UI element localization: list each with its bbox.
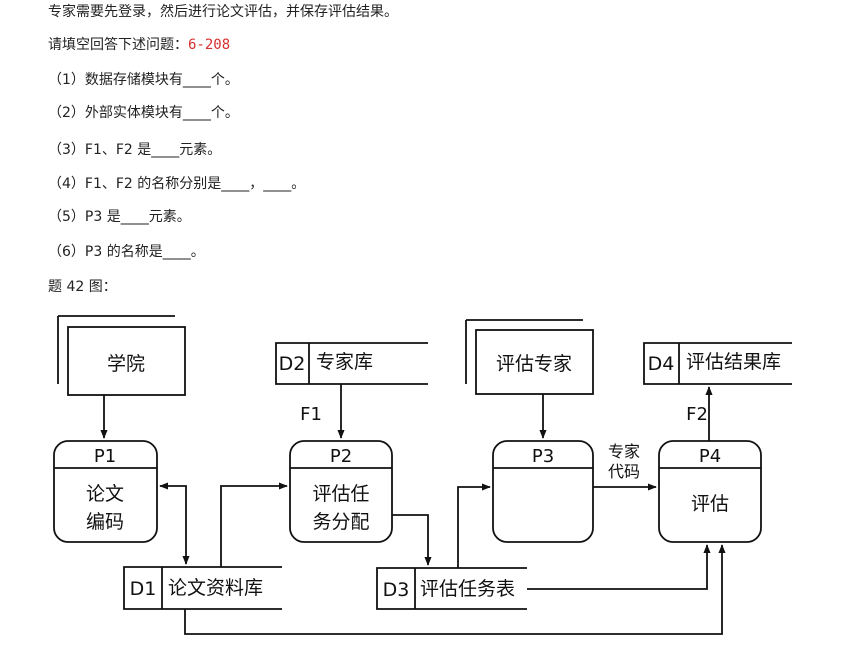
process-p2 <box>289 440 393 543</box>
process-p4 <box>658 440 762 543</box>
flow-d1-to-p4 <box>184 544 726 635</box>
process-p1 <box>53 440 158 543</box>
flow-expert-code-label-2: 代码 <box>608 462 640 481</box>
entity-college <box>57 315 186 396</box>
question-3: （3）F1、F2 是____元素。 <box>48 142 222 158</box>
process-p2-line1: 评估任 <box>312 483 369 505</box>
store-d3 <box>376 567 527 610</box>
figure-caption: 题 42 图： <box>48 279 117 295</box>
store-d2-id: D2 <box>279 353 306 375</box>
prompt-label: 请填空回答下述问题： <box>48 37 188 53</box>
store-d3-name: 评估任务表 <box>420 578 515 600</box>
prompt-code: 6-208 <box>188 37 231 53</box>
store-d1-id: D1 <box>130 578 157 600</box>
process-p1-line2: 编码 <box>86 511 124 533</box>
intro-text: 专家需要先登录，然后进行论文评估，并保存评估结果。 <box>48 4 398 20</box>
store-d3-id: D3 <box>383 579 410 601</box>
entity-college-label: 学院 <box>107 353 145 375</box>
flow-f2-label: F2 <box>686 404 708 425</box>
flow-d3-to-p4 <box>527 544 711 590</box>
store-d2 <box>275 342 428 385</box>
store-d1-name: 论文资料库 <box>168 577 263 599</box>
store-d4-id: D4 <box>648 353 675 375</box>
question-6: （6）P3 的名称是____。 <box>48 244 205 260</box>
process-p3 <box>492 440 594 543</box>
prompt-line: 请填空回答下述问题：6-208 <box>48 36 230 54</box>
process-p3-id: P3 <box>532 446 554 467</box>
process-p4-id: P4 <box>699 446 721 467</box>
question-5: （5）P3 是____元素。 <box>48 209 191 225</box>
flow-expert-code-label-1: 专家 <box>608 442 640 461</box>
question-4: （4）F1、F2 的名称分别是____，____。 <box>48 176 306 192</box>
flow-f1-label: F1 <box>300 404 322 425</box>
flow-d1-to-p2 <box>220 482 288 567</box>
process-p4-name: 评估 <box>691 493 729 515</box>
store-d4-name: 评估结果库 <box>686 351 781 373</box>
entity-expert <box>465 319 594 395</box>
flow-d3-to-p3 <box>457 483 491 568</box>
process-p2-id: P2 <box>330 446 352 467</box>
entity-expert-label: 评估专家 <box>496 353 572 375</box>
question-2: （2）外部实体模块有____个。 <box>48 105 239 121</box>
flow-p1-d1-bidirectional <box>159 482 190 565</box>
process-p1-line1: 论文 <box>86 483 124 505</box>
flow-p2-to-d3 <box>392 514 432 566</box>
store-d4 <box>643 342 792 385</box>
question-1: （1）数据存储模块有____个。 <box>48 72 239 88</box>
store-d2-name: 专家库 <box>316 351 373 373</box>
store-d1 <box>123 566 282 610</box>
process-p2-line2: 务分配 <box>312 511 369 533</box>
process-p1-id: P1 <box>94 446 116 467</box>
